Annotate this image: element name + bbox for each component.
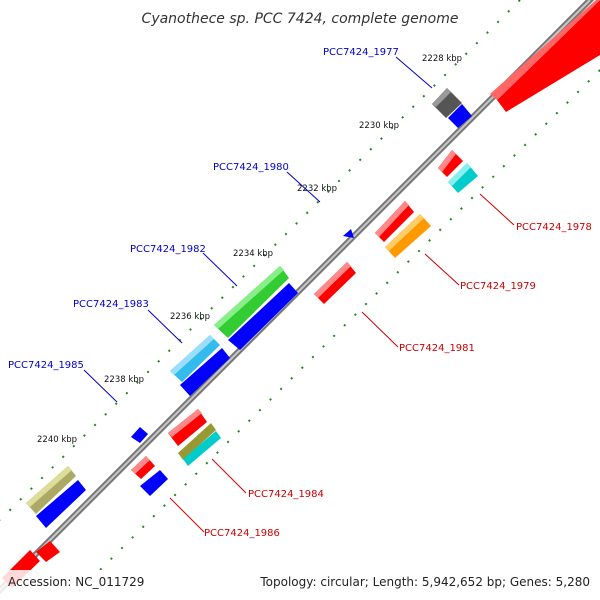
gene-blue-left[interactable]	[36, 480, 86, 528]
label-1978[interactable]: PCC7424_1978	[516, 222, 592, 233]
tick-2232: 2232 kbp	[297, 184, 337, 194]
gene-1982[interactable]	[214, 266, 289, 338]
tick-2238: 2238 kbp	[104, 375, 144, 385]
tick-labels: 2228 kbp 2230 kbp 2232 kbp 2234 kbp 2236…	[37, 54, 462, 445]
label-1979[interactable]: PCC7424_1979	[460, 281, 536, 292]
topology-summary: Topology: circular; Length: 5,942,652 bp…	[259, 575, 590, 589]
gene-khaki[interactable]	[26, 466, 76, 514]
gene-1983[interactable]	[170, 335, 220, 382]
gene-red-a[interactable]	[375, 201, 414, 242]
label-1980[interactable]: PCC7424_1980	[213, 162, 289, 173]
gene-labels: PCC7424_1977 PCC7424_1980 PCC7424_1982 P…	[8, 47, 592, 539]
gene-1986[interactable]	[131, 456, 155, 479]
gene-1980[interactable]	[343, 229, 354, 238]
tick-2228: 2228 kbp	[422, 54, 462, 64]
gene-1978[interactable]	[438, 150, 463, 177]
map-title: Cyanothece sp. PCC 7424, complete genome	[142, 11, 459, 27]
label-1983[interactable]: PCC7424_1983	[73, 299, 149, 310]
label-1977[interactable]: PCC7424_1977	[323, 47, 399, 58]
gene-1984[interactable]	[178, 423, 216, 460]
scale-dots-upper	[0, 0, 521, 521]
scale-dots-lower	[69, 69, 600, 600]
gene-1979[interactable]	[385, 214, 431, 258]
footer-bar	[0, 570, 600, 600]
label-1982[interactable]: PCC7424_1982	[130, 244, 206, 255]
gene-1982-blue[interactable]	[228, 283, 298, 350]
gene-1977-blue[interactable]	[448, 104, 472, 128]
tick-2234: 2234 kbp	[233, 249, 273, 259]
gene-1986-blue[interactable]	[140, 470, 168, 496]
gene-1983-blue[interactable]	[180, 348, 230, 396]
gene-1981[interactable]	[314, 262, 356, 304]
tick-2236: 2236 kbp	[170, 312, 210, 322]
accession-text: Accession: NC_011729	[8, 575, 144, 589]
gene-1977[interactable]	[432, 88, 462, 118]
gene-1978-cyan[interactable]	[448, 163, 478, 193]
label-1985[interactable]: PCC7424_1985	[8, 360, 84, 371]
gene-1984-cyan[interactable]	[183, 431, 221, 466]
label-1984[interactable]: PCC7424_1984	[248, 489, 324, 500]
label-1986[interactable]: PCC7424_1986	[204, 528, 280, 539]
tick-2240: 2240 kbp	[37, 435, 77, 445]
gene-red-large-top[interactable]	[490, 0, 600, 112]
gene-1985[interactable]	[131, 427, 148, 443]
tick-2230: 2230 kbp	[359, 121, 399, 131]
gene-1984-red[interactable]	[168, 409, 207, 446]
label-1981[interactable]: PCC7424_1981	[399, 343, 475, 354]
label-leaders	[83, 56, 515, 533]
